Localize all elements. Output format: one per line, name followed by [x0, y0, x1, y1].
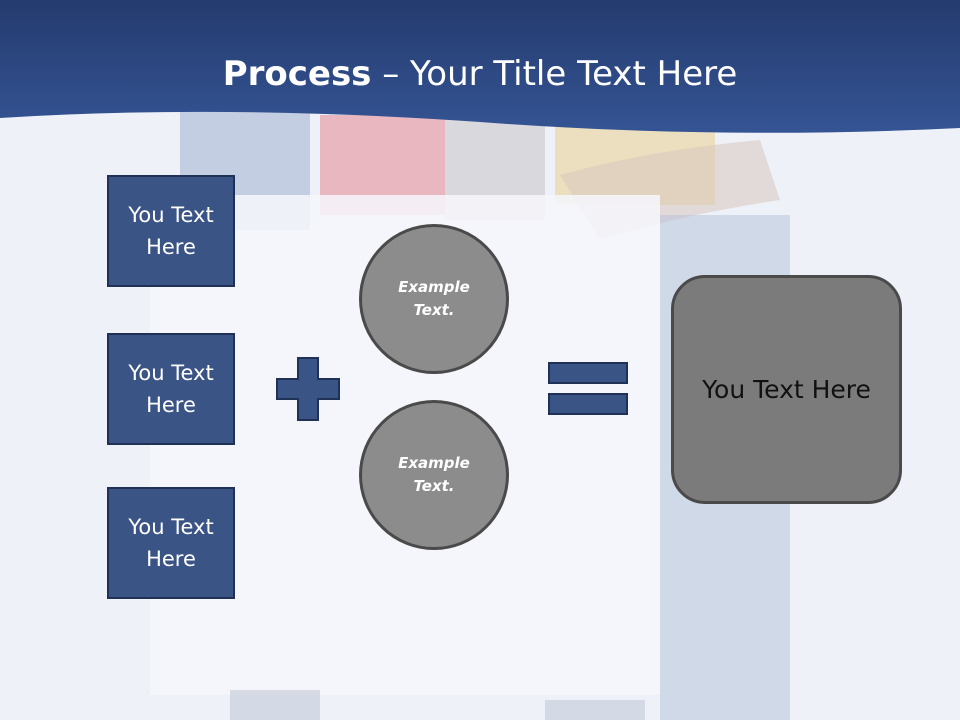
- text-box-1-line2: Here: [146, 235, 196, 259]
- text-box-2-line2: Here: [146, 393, 196, 417]
- text-box-3-line1: You Text: [128, 515, 214, 539]
- text-box-2-line1: You Text: [128, 361, 214, 385]
- title-rest: – Your Title Text Here: [371, 54, 738, 94]
- text-box-1-line1: You Text: [128, 203, 214, 227]
- example-circle-1: Example Text.: [359, 224, 509, 374]
- slide-title: Process – Your Title Text Here: [0, 50, 960, 98]
- equals-icon: [548, 362, 628, 415]
- example-circle-2-line2: Text.: [413, 477, 455, 495]
- example-circle-2-line1: Example: [398, 454, 470, 472]
- result-text: You Text Here: [702, 375, 871, 404]
- text-box-1: You Text Here: [107, 175, 235, 287]
- title-bold: Process: [222, 54, 372, 94]
- text-box-3-line2: Here: [146, 547, 196, 571]
- result-box: You Text Here: [671, 275, 902, 504]
- text-box-2: You Text Here: [107, 333, 235, 445]
- example-circle-1-line1: Example: [398, 278, 470, 296]
- header-band: [0, 0, 960, 133]
- example-circle-1-line2: Text.: [413, 301, 455, 319]
- text-box-3: You Text Here: [107, 487, 235, 599]
- plus-icon: [276, 357, 340, 421]
- example-circle-2: Example Text.: [359, 400, 509, 550]
